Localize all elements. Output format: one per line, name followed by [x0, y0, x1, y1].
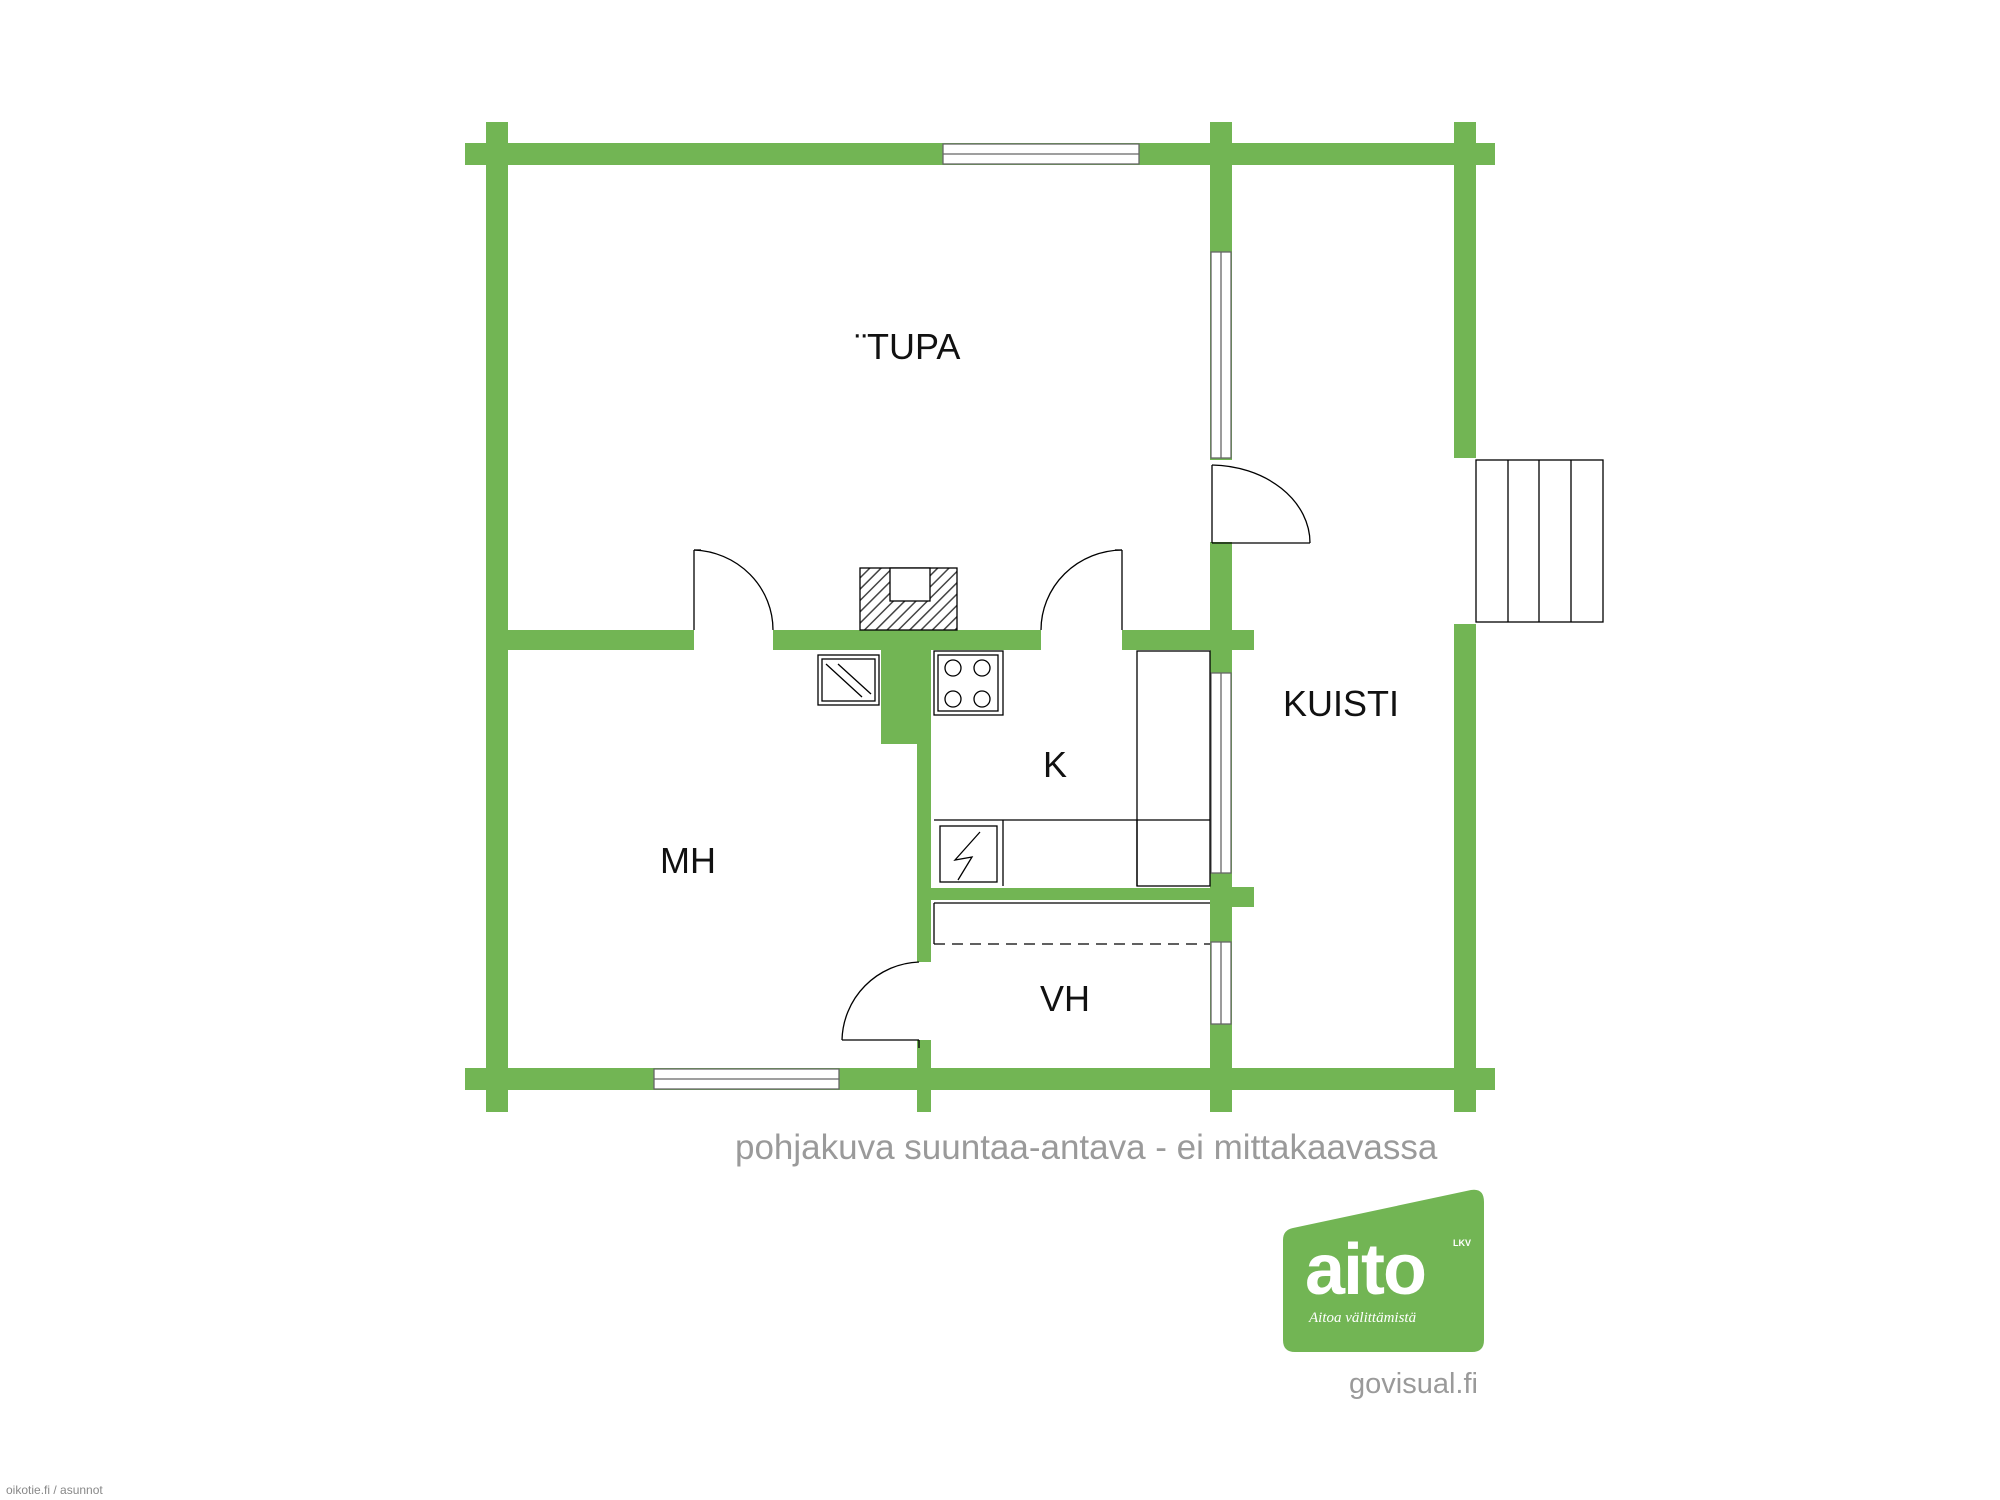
walls — [465, 122, 1495, 1112]
logo-tagline: Aitoa välittämistä — [1309, 1310, 1417, 1326]
room-label-kuisti: KUISTI — [1283, 683, 1399, 724]
kitchen-fixtures — [817, 650, 1211, 945]
logo-word: aito — [1305, 1230, 1427, 1310]
room-label-mh: MH — [660, 840, 716, 881]
stairs — [1475, 459, 1604, 623]
room-label-vh: VH — [1040, 978, 1090, 1019]
credit-text: govisual.fi — [1349, 1368, 1478, 1400]
doors — [693, 464, 1311, 1048]
fireplace — [859, 567, 958, 631]
logo-background — [1283, 1189, 1484, 1352]
room-label-k: K — [1043, 744, 1067, 785]
aito-logo: aito LKV Aitoa välittämistä — [1283, 1188, 1484, 1352]
room-label-tupa: ¨TUPA — [855, 326, 960, 367]
windows — [653, 143, 1232, 1090]
source-watermark: oikotie.fi / asunnot — [6, 1483, 103, 1497]
logo-badge: LKV — [1453, 1238, 1471, 1248]
disclaimer-caption: pohjakuva suuntaa-antava - ei mittakaava… — [735, 1128, 1438, 1167]
room-labels: ¨TUPA KUISTI K MH VH — [660, 326, 1399, 1019]
